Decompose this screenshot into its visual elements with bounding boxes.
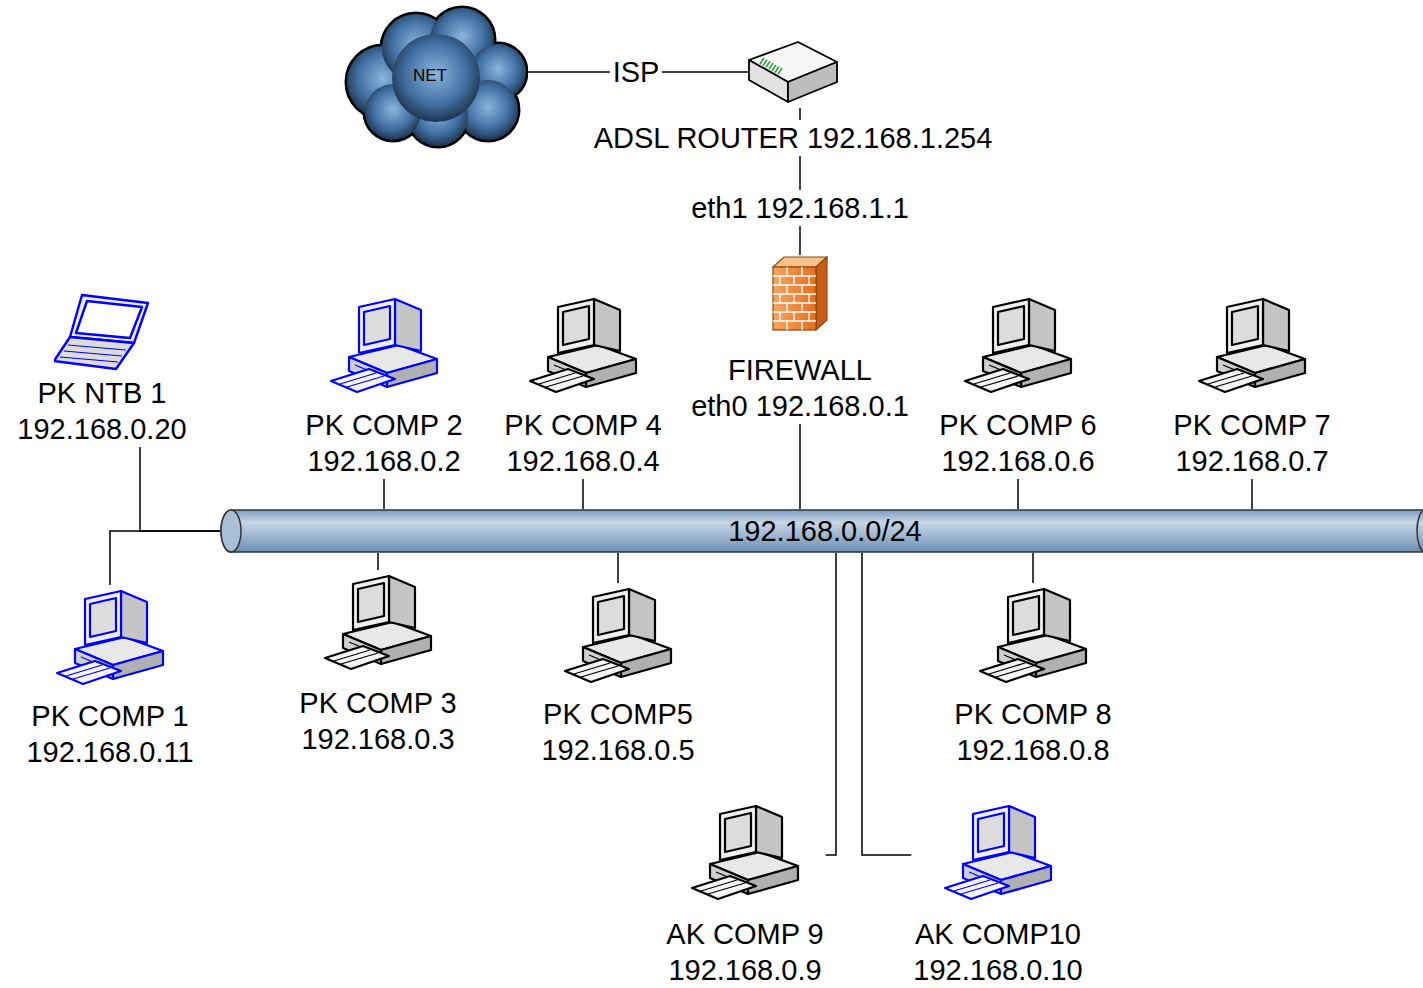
desk-icon <box>329 293 439 395</box>
text-holder: NET <box>413 66 447 86</box>
workstation: PK COMP 7192.168.0.7 <box>1171 293 1332 479</box>
desk-icon <box>1197 293 1307 395</box>
device-label: ADSL ROUTER 192.168.1.254 <box>591 120 996 156</box>
ip-address: 192.168.0.11 <box>26 734 193 770</box>
device-name: PK COMP 3 <box>299 685 456 721</box>
desk-icon <box>690 800 800 902</box>
device-name: PK COMP 8 <box>954 696 1111 732</box>
workstation: PK COMP5192.168.0.5 <box>539 583 696 768</box>
ip-address: 192.168.0.8 <box>954 732 1111 768</box>
desk-icon <box>563 583 673 685</box>
router-shape <box>748 40 838 108</box>
device-name: PK COMP 2 <box>305 407 462 443</box>
network-link <box>617 553 619 583</box>
subnet-label: 192.168.0.0/24 <box>728 513 922 549</box>
device-name: FIREWALL <box>691 352 909 388</box>
workstation: AK COMP10192.168.0.10 <box>911 800 1084 988</box>
device-name: AK COMP10 <box>913 916 1082 952</box>
network-link <box>1017 479 1019 509</box>
workstation: PK COMP 2192.168.0.2 <box>303 293 464 479</box>
desk-icon <box>55 585 165 687</box>
device-name: AK COMP 9 <box>666 916 823 952</box>
network-link <box>826 553 836 855</box>
network-link <box>383 479 385 509</box>
ip-address: 192.168.0.3 <box>299 721 456 757</box>
firewall-icon <box>772 255 828 331</box>
workstation: PK COMP 8192.168.0.8 <box>952 583 1113 768</box>
network-link <box>1251 479 1253 509</box>
firewall: FIREWALLeth0 192.168.0.1 <box>689 255 911 424</box>
notebook: PK NTB 1192.168.0.20 <box>15 293 188 447</box>
device-name: PK NTB 1 <box>17 375 186 411</box>
network-link <box>862 553 911 855</box>
network-link <box>582 479 584 509</box>
network-link <box>1032 553 1034 583</box>
lan-bus: 192.168.0.0/24 <box>220 509 1423 553</box>
ip-address: 192.168.0.6 <box>939 443 1096 479</box>
device-name: PK COMP 6 <box>939 407 1096 443</box>
link-label: eth1 192.168.1.1 <box>688 190 912 226</box>
internet-cloud: NET <box>338 0 528 150</box>
text-holder: 192.168.0.0/24 <box>220 509 1423 553</box>
network-link <box>110 531 220 585</box>
device-name: PK COMP 4 <box>504 407 661 443</box>
workstation: PK COMP 1192.168.0.11 <box>24 585 195 770</box>
desk-icon <box>963 293 1073 395</box>
ip-address: 192.168.0.7 <box>1173 443 1330 479</box>
desk-icon <box>943 800 1053 902</box>
workstation: AK COMP 9192.168.0.9 <box>664 800 825 988</box>
workstation: PK COMP 4192.168.0.4 <box>502 293 663 479</box>
workstation: PK COMP 6192.168.0.6 <box>937 293 1098 479</box>
link-label: ISP <box>610 54 663 90</box>
workstation: PK COMP 3192.168.0.3 <box>297 570 458 757</box>
network-link <box>799 424 801 509</box>
desk-icon <box>528 293 638 395</box>
device-name: PK COMP 7 <box>1173 407 1330 443</box>
ip-address: 192.168.0.10 <box>913 952 1082 988</box>
cloud-label: NET <box>413 66 447 86</box>
device-name: PK COMP 1 <box>26 698 193 734</box>
ip-address: 192.168.0.4 <box>504 443 661 479</box>
ip-address: 192.168.0.2 <box>305 443 462 479</box>
adsl-router: ADSL ROUTER 192.168.1.254 <box>748 40 838 108</box>
desk-icon <box>978 583 1088 685</box>
network-link <box>140 447 220 531</box>
ip-address: 192.168.0.5 <box>541 732 694 768</box>
network-link <box>377 553 379 570</box>
laptop-icon <box>54 293 150 371</box>
ip-address: eth0 192.168.0.1 <box>691 388 909 424</box>
ip-address: 192.168.0.20 <box>17 411 186 447</box>
desk-icon <box>323 570 433 672</box>
device-name: PK COMP5 <box>541 696 694 732</box>
ip-address: 192.168.0.9 <box>666 952 823 988</box>
text-holder: ADSL ROUTER 192.168.1.254 <box>591 120 996 156</box>
